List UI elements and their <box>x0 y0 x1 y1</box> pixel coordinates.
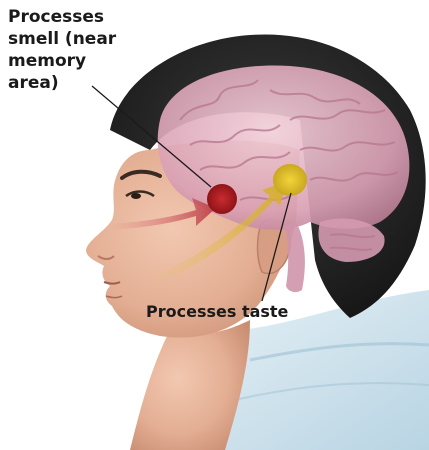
smell-label-line-1: Processes <box>8 6 148 28</box>
smell-label: Processes smell (near memory area) <box>8 6 148 94</box>
smell-label-line-3: memory <box>8 50 148 72</box>
smell-label-line-4: area) <box>8 72 148 94</box>
taste-label: Processes taste <box>146 301 288 323</box>
taste-region-marker <box>273 164 307 196</box>
smell-label-line-2: smell (near <box>8 28 148 50</box>
smell-region-marker <box>207 184 237 214</box>
